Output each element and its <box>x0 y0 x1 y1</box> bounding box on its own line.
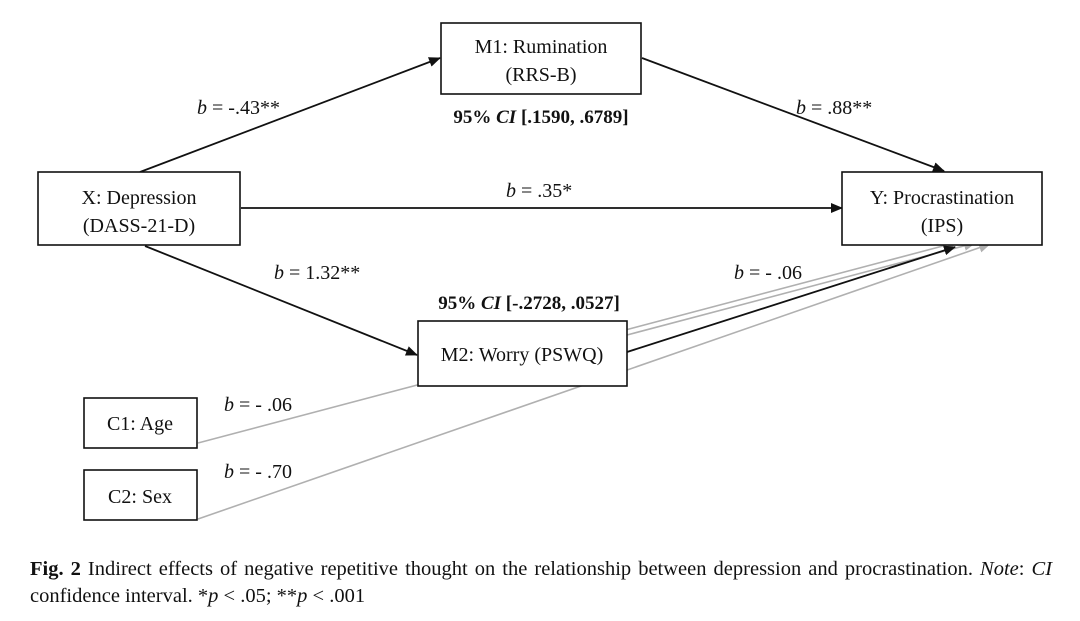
caption-ci-abbr: CI <box>1031 558 1053 580</box>
node-c1-label: C1: Age <box>107 413 173 435</box>
path-m1-y <box>641 57 945 172</box>
caption-text-2: : <box>1018 558 1032 580</box>
caption-p-symbol-1: p <box>208 585 219 607</box>
node-m1-label-line1: M1: Rumination <box>475 36 608 58</box>
node-m2-label: M2: Worry (PSWQ) <box>441 344 603 366</box>
node-x-label-line1: X: Depression <box>82 187 197 209</box>
node-y-label-line1: Y: Procrastination <box>870 187 1014 209</box>
coef-m2-y: b = - .06 <box>734 262 802 284</box>
coef-c2-y: b = - .70 <box>224 461 292 483</box>
coef-x-m1: b = -.43** <box>197 97 280 119</box>
caption-fig-label: Fig. 2 <box>30 558 81 580</box>
caption-text-4: < .05; ** <box>218 585 298 607</box>
coef-x-y: b = .35* <box>506 180 572 202</box>
node-c2-label: C2: Sex <box>108 486 172 508</box>
path-x-m2 <box>144 245 418 356</box>
caption-text-3: confidence interval. * <box>30 585 209 607</box>
node-x-depression: X: Depression (DASS-21-D) <box>37 171 241 246</box>
coef-x-m2: b = 1.32** <box>274 262 360 284</box>
coef-c1-y: b = - .06 <box>224 394 292 416</box>
ci-m1: 95% CI [.1590, .6789] <box>453 107 628 128</box>
caption-text-1: Indirect effects of negative repetitive … <box>80 558 981 580</box>
node-y-procrastination: Y: Procrastination (IPS) <box>841 171 1043 246</box>
figure-caption: Fig. 2 Indirect effects of negative repe… <box>30 556 1052 610</box>
path-x-m1 <box>139 57 441 173</box>
node-c2-sex: C2: Sex <box>83 469 198 521</box>
node-c1-age: C1: Age <box>83 397 198 449</box>
coef-m1-y: b = .88** <box>796 97 872 119</box>
caption-p-symbol-2: p <box>297 585 308 607</box>
node-m2-worry: M2: Worry (PSWQ) <box>417 320 628 387</box>
ci-m2: 95% CI [-.2728, .0527] <box>438 293 620 314</box>
node-y-label-line2: (IPS) <box>921 215 963 237</box>
caption-note-label: Note <box>980 558 1019 580</box>
node-m1-rumination: M1: Rumination (RRS-B) <box>440 22 642 95</box>
caption-text-5: < .001 <box>307 585 366 607</box>
path-m2-y <box>626 245 956 353</box>
node-m1-label-line2: (RRS-B) <box>505 64 576 86</box>
node-x-label-line2: (DASS-21-D) <box>83 215 195 237</box>
